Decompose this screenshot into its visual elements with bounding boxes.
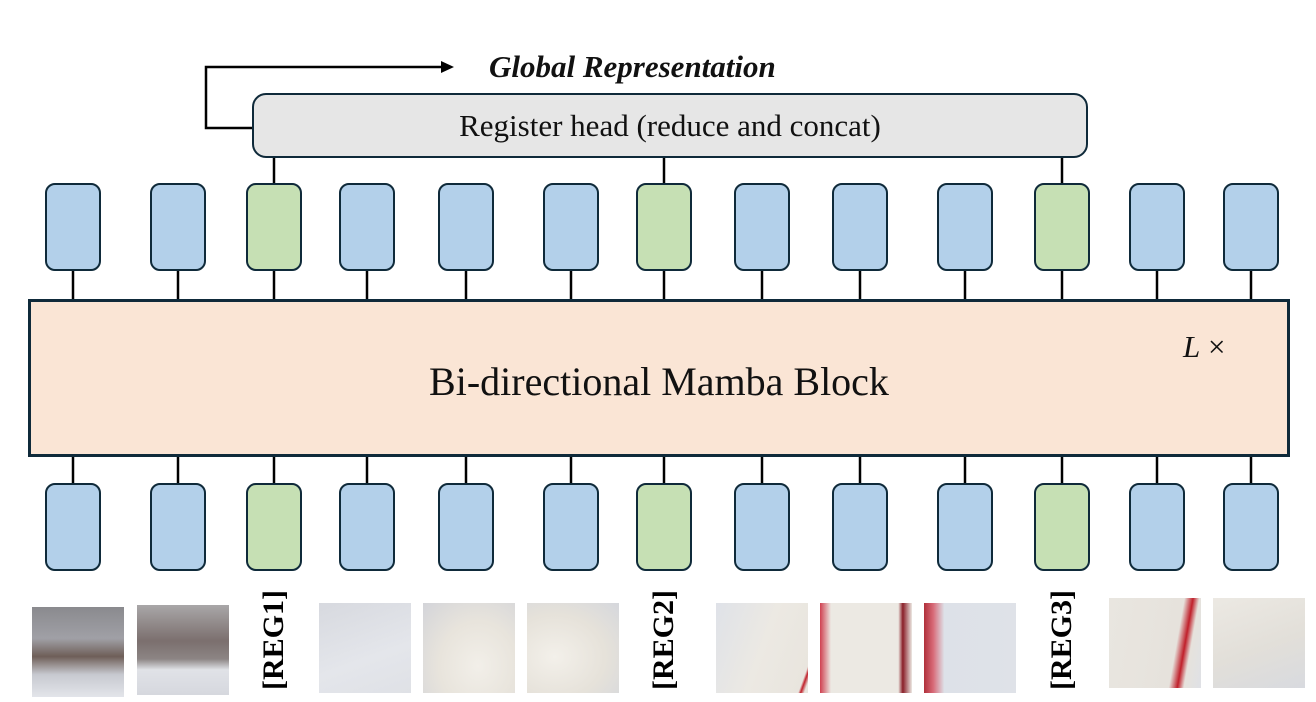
input-image-token bbox=[1129, 483, 1185, 571]
register-head-label: Register head (reduce and concat) bbox=[459, 107, 881, 143]
input-image-patch bbox=[32, 607, 124, 697]
input-image-patch bbox=[924, 603, 1016, 693]
input-image-token bbox=[438, 483, 494, 571]
input-image-token bbox=[1223, 483, 1279, 571]
input-register-token bbox=[636, 483, 692, 571]
input-image-patch bbox=[820, 603, 912, 693]
input-image-token bbox=[543, 483, 599, 571]
output-image-token bbox=[45, 183, 101, 271]
output-register-token bbox=[1034, 183, 1090, 271]
output-image-token bbox=[1129, 183, 1185, 271]
register-label-text: [REG1] bbox=[257, 590, 290, 690]
output-register-token bbox=[246, 183, 302, 271]
input-image-token bbox=[832, 483, 888, 571]
input-image-token bbox=[937, 483, 993, 571]
output-image-token bbox=[438, 183, 494, 271]
layer-times-symbol: × bbox=[1208, 329, 1226, 364]
output-image-token bbox=[937, 183, 993, 271]
input-image-patch bbox=[137, 605, 229, 695]
global-output-arrow bbox=[204, 65, 444, 130]
input-image-token bbox=[150, 483, 206, 571]
register-token-label: [REG1] bbox=[254, 590, 294, 690]
bidirectional-mamba-block: Bi-directional Mamba Block L × bbox=[28, 299, 1290, 457]
input-image-patch bbox=[423, 603, 515, 693]
output-image-token bbox=[734, 183, 790, 271]
input-image-token bbox=[339, 483, 395, 571]
output-image-token bbox=[543, 183, 599, 271]
input-register-token bbox=[1034, 483, 1090, 571]
global-representation-label: Global Representation bbox=[489, 49, 776, 84]
output-image-token bbox=[832, 183, 888, 271]
input-image-patch bbox=[716, 603, 808, 693]
output-image-token bbox=[339, 183, 395, 271]
input-register-token bbox=[246, 483, 302, 571]
input-image-token bbox=[45, 483, 101, 571]
input-image-patch bbox=[319, 603, 411, 693]
layer-repeat-label: L × bbox=[1183, 329, 1225, 365]
register-label-text: [REG2] bbox=[647, 590, 680, 690]
register-label-text: [REG3] bbox=[1045, 590, 1078, 690]
arrowhead-icon bbox=[441, 61, 454, 73]
input-image-patch bbox=[1213, 598, 1305, 688]
input-image-patch bbox=[527, 603, 619, 693]
register-head-block: Register head (reduce and concat) bbox=[252, 93, 1088, 158]
input-image-token bbox=[734, 483, 790, 571]
mamba-block-label: Bi-directional Mamba Block bbox=[429, 359, 889, 404]
layer-count-symbol: L bbox=[1183, 329, 1201, 364]
register-token-label: [REG3] bbox=[1042, 590, 1082, 690]
register-token-label: [REG2] bbox=[644, 590, 684, 690]
output-image-token bbox=[150, 183, 206, 271]
output-register-token bbox=[636, 183, 692, 271]
output-image-token bbox=[1223, 183, 1279, 271]
input-image-patch bbox=[1109, 598, 1201, 688]
